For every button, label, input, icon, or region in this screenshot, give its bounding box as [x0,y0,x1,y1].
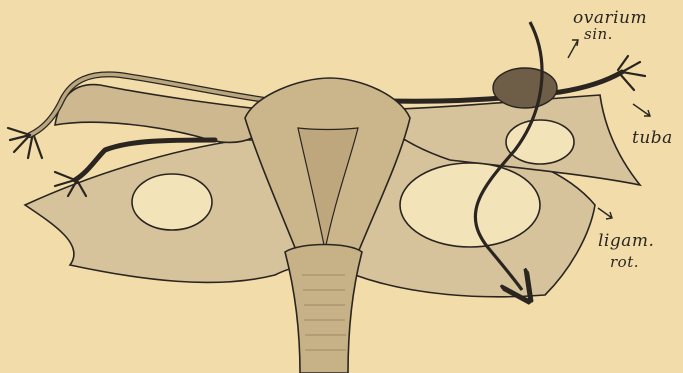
left-ligament-opening [132,174,212,230]
label-ligam: ligam. [598,233,654,250]
cervix [285,245,362,373]
right-ligament-opening [400,163,540,247]
upper-right-opening [506,120,574,164]
label-tuba: tuba [632,130,673,147]
right-fimbriae [618,56,645,90]
label-rot: rot. [610,255,639,270]
label-sin: sin. [584,27,613,42]
left-ovary [493,68,557,108]
